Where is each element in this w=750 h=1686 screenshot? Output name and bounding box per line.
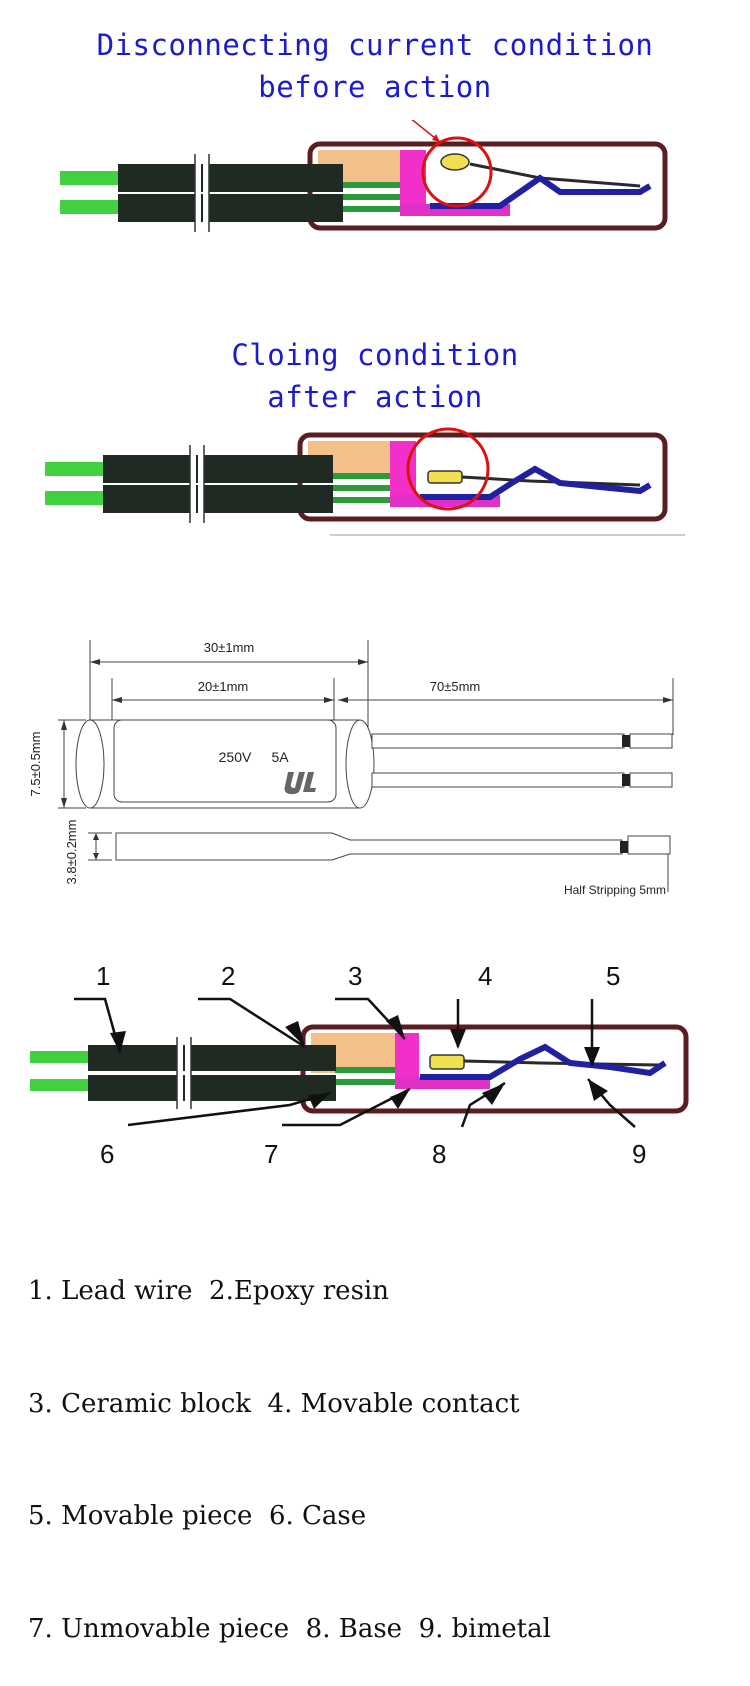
lead-length-label: 70±5mm bbox=[430, 679, 480, 694]
lead-wire-core-bottom bbox=[60, 200, 120, 214]
parts-legend: 1. Lead wire 2.Epoxy resin 3. Ceramic bl… bbox=[28, 1198, 551, 1686]
legend-line-4: 7. Unmovable piece 8. Base 9. bimetal bbox=[28, 1613, 551, 1644]
lead-wire-bottom bbox=[103, 485, 333, 513]
section2-title-line2: after action bbox=[267, 380, 483, 414]
lead-wire-bottom bbox=[118, 194, 343, 222]
highlight-circle bbox=[421, 136, 493, 208]
legend-line-1: 1. Lead wire 2.Epoxy resin bbox=[28, 1276, 389, 1306]
ceramic-block bbox=[395, 1033, 419, 1077]
stripping-note: Half Stripping 5mm bbox=[564, 883, 666, 897]
section1-title-line2: before action bbox=[258, 70, 492, 104]
ul-mark-icon: UL bbox=[284, 772, 316, 795]
callout-2: 2 bbox=[221, 961, 235, 991]
section1-title-line1: Disconnecting current condition bbox=[96, 28, 654, 62]
callout-5: 5 bbox=[606, 961, 620, 991]
movable-contact bbox=[427, 470, 463, 484]
rating-current: 5A bbox=[271, 749, 289, 765]
lead-wire-core-top bbox=[30, 1051, 90, 1063]
diameter-label: 7.5±0.5mm bbox=[28, 732, 43, 797]
rating-voltage: 250V bbox=[219, 749, 252, 765]
lead-wire-top bbox=[118, 164, 343, 192]
bimetal bbox=[430, 174, 652, 209]
movable-contact bbox=[429, 1054, 465, 1070]
lead-wire-core-top bbox=[45, 462, 105, 476]
highlight-circle bbox=[406, 427, 490, 511]
before-action-diagram bbox=[60, 120, 668, 232]
lead-wire-core-bottom bbox=[30, 1079, 90, 1091]
ceramic-block bbox=[400, 150, 426, 206]
legend-line-2: 3. Ceramic block 4. Movable contact bbox=[28, 1388, 520, 1419]
movable-contact bbox=[440, 153, 470, 171]
overall-length-label: 30±1mm bbox=[204, 640, 254, 655]
callout-7: 7 bbox=[264, 1139, 278, 1169]
lead-wire-top bbox=[88, 1045, 336, 1071]
lead-wire-core-top bbox=[60, 171, 120, 185]
lead-wire-bottom bbox=[88, 1075, 336, 1101]
callout-8: 8 bbox=[432, 1139, 446, 1169]
thickness-label: 3.8±0.2mm bbox=[64, 820, 79, 885]
callout-1: 1 bbox=[96, 961, 110, 991]
section2-title-line1: Cloing condition bbox=[231, 338, 519, 372]
legend-line-3: 5. Movable piece 6. Case bbox=[28, 1501, 367, 1531]
lead-wire-top bbox=[103, 455, 333, 483]
after-action-diagram bbox=[45, 427, 685, 536]
callout-9: 9 bbox=[632, 1139, 646, 1169]
lead-wire-core-bottom bbox=[45, 491, 105, 505]
body-length-label: 20±1mm bbox=[198, 679, 248, 694]
callout-6: 6 bbox=[100, 1139, 114, 1169]
dimension-drawing: 30±1mm 20±1mm 70±5mm 250V 5A UL 7.5±0.5m… bbox=[28, 640, 674, 897]
callout-3: 3 bbox=[348, 961, 362, 991]
callout-4: 4 bbox=[478, 961, 492, 991]
parts-diagram: 1 2 3 4 5 6 7 8 9 bbox=[30, 961, 689, 1169]
bimetal bbox=[420, 1043, 667, 1080]
bimetal bbox=[420, 465, 652, 500]
